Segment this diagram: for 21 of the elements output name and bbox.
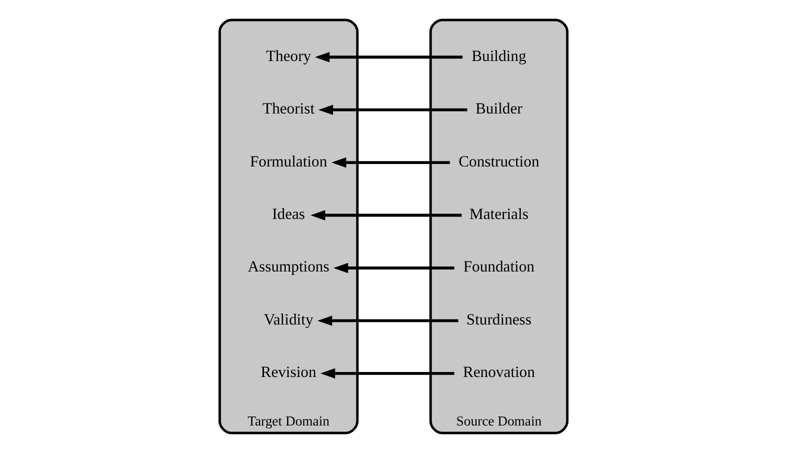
arrow (331, 157, 450, 168)
node-text: Sturdiness (466, 311, 532, 328)
node-text: Materials (469, 206, 528, 223)
node-text: Theory (266, 48, 312, 65)
node-text: Theorist (262, 100, 315, 118)
arrow (320, 368, 454, 379)
arrow (314, 52, 463, 62)
node-text: Foundation (463, 258, 535, 276)
node-text: Renovation (462, 364, 535, 382)
node-text: Assumptions (248, 258, 330, 276)
arrow (333, 262, 454, 274)
arrow (317, 316, 458, 326)
arrow (310, 210, 462, 220)
node-text: Validity (264, 311, 314, 328)
node-text: Builder (476, 100, 522, 118)
node-text: Construction (458, 153, 540, 170)
node-text: Building (472, 48, 526, 65)
node-text: Revision (260, 364, 316, 382)
node-text: Ideas (272, 206, 306, 223)
arrow (318, 104, 468, 115)
node-text: Formulation (250, 153, 328, 170)
